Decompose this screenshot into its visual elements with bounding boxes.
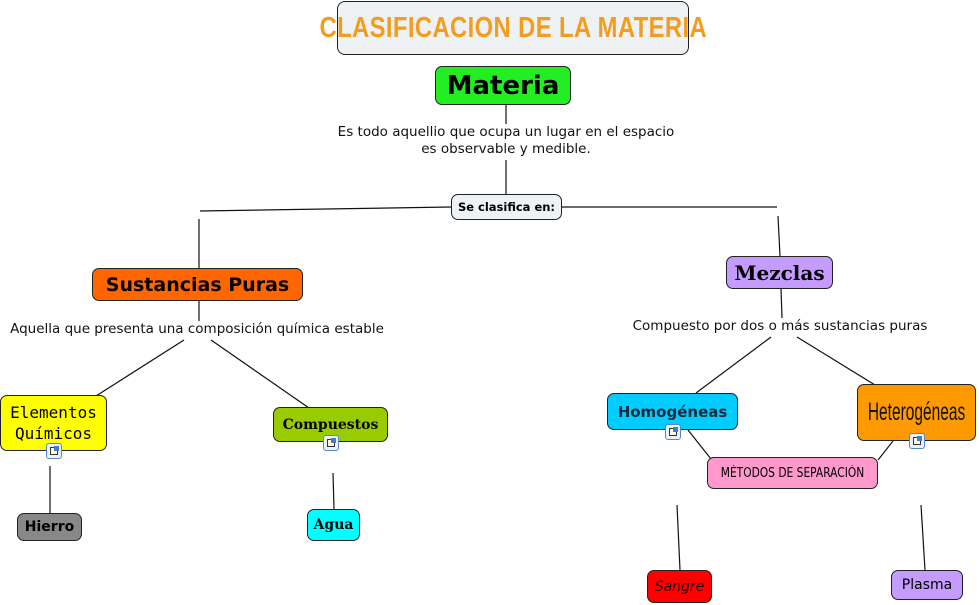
edge-def-elementos (95, 339, 185, 397)
node-metodos-de-separacion-label: MÉTODOS DE SEPARACIÓN (720, 465, 865, 481)
node-se-clasifica-en-label: Se clasifica en: (457, 200, 556, 214)
node-heterogeneas[interactable]: Heterogéneas (857, 384, 976, 441)
node-plasma[interactable]: Plasma (891, 570, 963, 600)
edge-homogeneas-metodos (687, 429, 712, 460)
edge-clasifica-left (199, 206, 452, 212)
node-homogeneas-label: Homogéneas (617, 402, 728, 421)
node-sangre-label: Sangre (654, 578, 705, 595)
node-sangre[interactable]: Sangre (647, 570, 712, 603)
node-metodos-de-separacion[interactable]: MÉTODOS DE SEPARACIÓN (707, 457, 878, 489)
node-se-clasifica-en[interactable]: Se clasifica en: (451, 194, 562, 220)
node-hierro-label: Hierro (24, 519, 75, 535)
edge-def-compuestos (210, 339, 310, 409)
edge-mezclas-def (780, 288, 783, 319)
document-resource-icon[interactable] (909, 433, 925, 449)
node-compuestos-label: Compuestos (282, 416, 379, 433)
node-sustancias-puras-label: Sustancias Puras (105, 273, 290, 296)
node-agua[interactable]: Agua (307, 509, 360, 541)
node-elementos-quimicos-label: Elementos Químicos (10, 403, 97, 443)
edge-def-heterogeneas (796, 336, 876, 386)
document-resource-icon[interactable] (46, 443, 62, 459)
document-resource-icon[interactable] (323, 435, 339, 451)
edge-right-down (777, 215, 781, 257)
node-materia[interactable]: Materia (435, 66, 571, 105)
document-resource-icon[interactable] (665, 424, 681, 440)
node-homogeneas[interactable]: Homogéneas (607, 393, 738, 430)
sustancias-definition: Aquella que presenta una composición quí… (2, 321, 392, 338)
edge-heterogeneas-plasma (920, 504, 926, 571)
materia-definition-line1: Es todo aquellio que ocupa un lugar en e… (337, 124, 675, 140)
title-text: CLASIFICACION DE LA MATERIA (319, 11, 707, 44)
materia-definition: Es todo aquellio que ocupa un lugar en e… (320, 124, 692, 158)
node-heterogeneas-label: Heterogéneas (867, 398, 966, 426)
node-mezclas[interactable]: Mezclas (726, 256, 833, 289)
node-agua-label: Agua (313, 517, 354, 533)
edge-compuestos-agua (332, 472, 335, 510)
node-mezclas-label: Mezclas (734, 260, 825, 285)
diagram-title: CLASIFICACION DE LA MATERIA (319, 1, 706, 55)
edge-def-homogeneas (695, 336, 772, 394)
node-materia-label: Materia (446, 70, 560, 101)
materia-definition-line2: es observable y medible. (421, 141, 591, 157)
mezclas-definition: Compuesto por dos o más sustancias puras (620, 318, 940, 335)
node-plasma-label: Plasma (901, 577, 953, 593)
edge-heterogeneas-metodos (877, 440, 894, 461)
edge-homogeneas-sangre (676, 504, 681, 571)
node-hierro[interactable]: Hierro (17, 513, 82, 541)
node-sustancias-puras[interactable]: Sustancias Puras (92, 268, 303, 301)
